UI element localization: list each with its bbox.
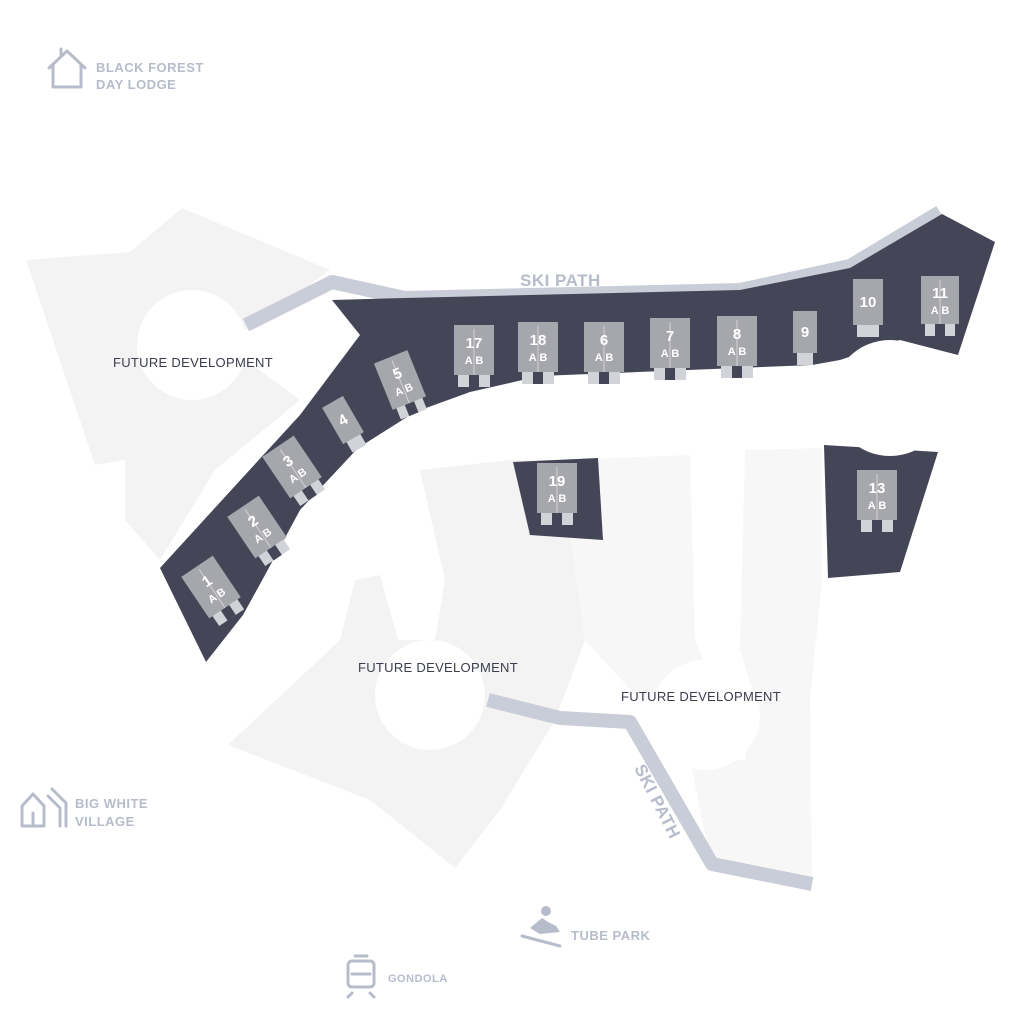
lot-number: 9 [801, 324, 809, 341]
lot-1[interactable]: 1A B [181, 555, 247, 629]
lot-units: A B [728, 346, 747, 358]
culdesac-southeast [650, 660, 760, 770]
lot-9[interactable]: 9 [793, 311, 817, 365]
lot-number: 19 [549, 473, 566, 490]
tube-park-label: TUBE PARK [571, 928, 650, 943]
lot-units: A B [529, 352, 548, 364]
gondola-marker[interactable]: GONDOLA [346, 954, 448, 999]
lot-units: A B [465, 355, 484, 367]
lot-building [793, 311, 817, 353]
culdesac-south [375, 640, 485, 750]
lot-number: 8 [733, 326, 741, 343]
lot-number: 18 [530, 332, 547, 349]
lot-number: 17 [466, 335, 483, 352]
future-parcel-east [690, 448, 822, 890]
lot-17[interactable]: 17 A B [454, 325, 494, 387]
village-marker[interactable]: BIG WHITE VILLAGE [20, 787, 148, 829]
lot-driveway [797, 351, 813, 365]
lot-units: A B [661, 348, 680, 360]
future-development-label-south: FUTURE DEVELOPMENT [358, 660, 518, 675]
lot-10[interactable]: 10 [853, 279, 883, 337]
lot-unit-divider [279, 449, 307, 489]
lot-number: 7 [666, 328, 674, 345]
lot-driveway [857, 323, 879, 337]
lot-2[interactable]: 2A B [227, 495, 293, 569]
lot-7[interactable]: 7 A B [650, 318, 690, 380]
day-lodge-label-line2: DAY LODGE [96, 77, 176, 92]
lot-driveway-divider [469, 375, 479, 387]
lot-13[interactable]: 13 A B [857, 470, 897, 532]
lot-unit-divider [198, 569, 226, 609]
gondola-icon [346, 954, 376, 999]
lot-building [853, 279, 883, 325]
day-lodge-label-line1: BLACK FOREST [96, 60, 204, 75]
tube-rider-icon [520, 906, 562, 948]
lot-driveway-divider [935, 324, 945, 336]
lot-unit-divider [391, 360, 410, 404]
lot-units: A B [595, 352, 614, 364]
lot-driveway-divider [599, 372, 609, 384]
lot-driveway-divider [404, 401, 419, 417]
tube-park-marker[interactable]: TUBE PARK [520, 906, 650, 948]
lot-5[interactable]: 5A B [373, 350, 431, 421]
lot-3[interactable]: 3A B [262, 435, 328, 509]
lot-19[interactable]: 19 A B [537, 463, 577, 525]
house-icon [47, 47, 87, 89]
lot-building [322, 395, 364, 445]
lot-11[interactable]: 11 A B [921, 276, 959, 336]
lot-driveway-divider [665, 368, 675, 380]
lot-driveway-divider [301, 484, 317, 501]
lot-4[interactable]: 4 [322, 395, 370, 455]
lot-unit-divider [244, 509, 272, 549]
development-area-main [160, 214, 995, 662]
lot-number: 11 [932, 285, 948, 302]
lot-units: A B [931, 305, 950, 317]
lot-driveway-divider [552, 513, 562, 525]
lot-18[interactable]: 18 A B [518, 322, 558, 384]
day-lodge-marker[interactable]: BLACK FOREST DAY LODGE [47, 47, 204, 92]
road-east [812, 376, 962, 436]
gondola-label: GONDOLA [388, 973, 448, 985]
future-development-label-west: FUTURE DEVELOPMENT [113, 355, 273, 370]
ski-path-label-north: SKI PATH [520, 271, 601, 290]
lot-driveway-divider [220, 604, 236, 621]
lot-number: 10 [860, 294, 877, 311]
future-development-label-southeast: FUTURE DEVELOPMENT [621, 689, 781, 704]
village-icon [20, 787, 68, 828]
lot-number: 13 [869, 480, 886, 497]
lot-6[interactable]: 6 A B [584, 322, 624, 384]
lot-driveway-divider [872, 520, 882, 532]
lot-number: 6 [600, 332, 608, 349]
future-parcel-west-lower [125, 345, 300, 560]
lot-units: A B [548, 493, 567, 505]
lot-driveway-divider [732, 366, 742, 378]
lot-driveway-divider [266, 544, 282, 561]
village-label-line1: BIG WHITE [75, 796, 148, 811]
village-label-line2: VILLAGE [75, 814, 135, 829]
ski-path-south [486, 693, 814, 891]
lot-8[interactable]: 8 A B [717, 316, 757, 378]
lot-units: A B [868, 500, 887, 512]
lot-driveway-divider [533, 372, 543, 384]
culdesac-west [137, 290, 247, 400]
